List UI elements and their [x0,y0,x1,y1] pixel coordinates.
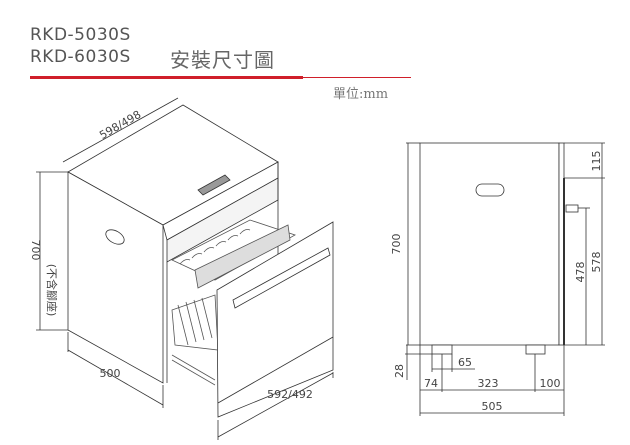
dim-drawer-line [217,372,334,438]
title-underline [30,76,303,79]
iso-height-note: (不含腳座) [45,264,59,317]
rack-lower [171,294,219,386]
foot-height-label: 28 [393,364,406,378]
unit-label: 單位:mm [333,87,389,102]
title-underline-thin [303,77,411,78]
dim-width-line [62,97,179,163]
cabinet-side-body [419,142,560,346]
iso-depth-label: 500 [100,367,121,380]
rear-foot [525,344,546,355]
page-title: 安裝尺寸圖 [170,48,275,72]
iso-drawer-width-label: 592/492 [267,388,313,401]
top-panel-label: 115 [590,151,603,172]
knob-height-label: 478 [574,262,587,283]
side-view [405,142,605,416]
foot-spacing-label: 323 [478,377,499,390]
side-handle-icon [475,183,505,197]
model-name-1: RKD-5030S [30,25,131,45]
knob [565,204,579,213]
iso-view [36,97,334,440]
iso-height-label: 700 [29,240,42,261]
drawer-handle[interactable] [232,247,331,309]
rear-foot-offset-label: 100 [540,377,561,390]
door-height-label: 578 [590,252,603,273]
side-depth-label: 505 [482,400,503,413]
drawer-front[interactable] [216,221,334,418]
cabinet-side [67,171,164,384]
rack-upper [171,219,296,289]
side-handle-icon [105,229,125,245]
model-name-2: RKD-6030S [30,47,131,67]
foot-width-label: 65 [458,356,472,369]
front-foot-offset-label: 74 [424,377,438,390]
side-height-label: 700 [390,234,403,255]
front-foot [431,344,453,355]
vent-grille [197,174,231,196]
dim-depth-line [67,349,164,406]
